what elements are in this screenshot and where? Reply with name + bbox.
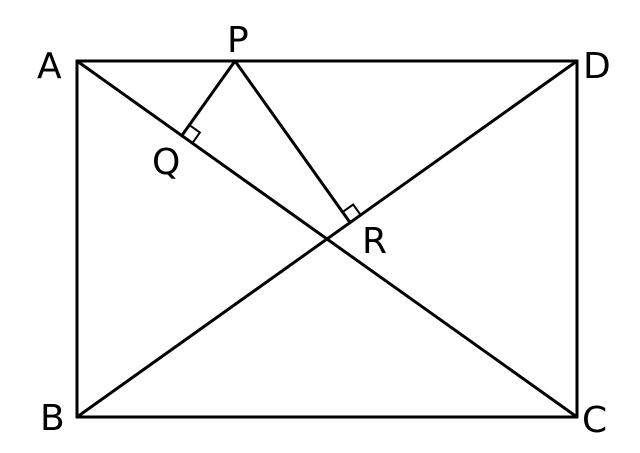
right-angle-marker-Q	[188, 124, 202, 144]
label-P: P	[227, 20, 249, 61]
label-C: C	[582, 400, 607, 441]
segment-PQ	[180, 59, 237, 138]
diagonal-BD	[75, 59, 579, 419]
label-D: D	[583, 46, 611, 87]
label-Q: Q	[152, 142, 180, 183]
segment-PR	[233, 59, 352, 225]
label-A: A	[37, 46, 62, 87]
label-B: B	[40, 398, 65, 439]
label-R: R	[362, 221, 387, 262]
right-angle-marker-R	[342, 203, 362, 216]
